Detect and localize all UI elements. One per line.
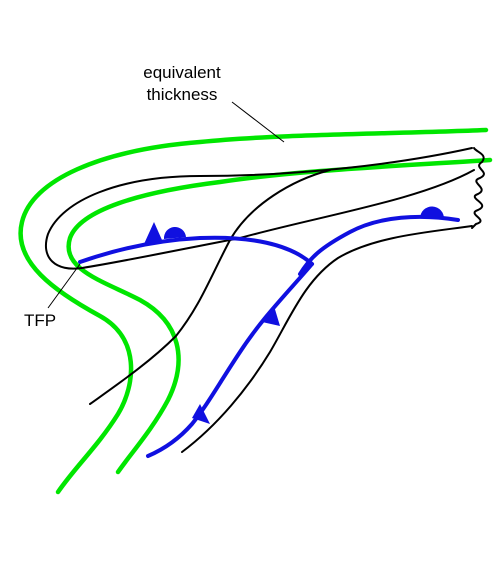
cold-front-triangle <box>192 404 210 424</box>
tfp-label: TFP <box>24 311 56 330</box>
front-symbols <box>144 206 445 424</box>
leader-lines <box>47 101 285 309</box>
isobar-wavy-end <box>471 147 485 229</box>
equivalent-thickness-leader <box>231 101 285 143</box>
isobars <box>45 147 485 453</box>
cold-front <box>146 262 314 458</box>
cold-front-triangle <box>144 222 162 244</box>
equivalent-thickness-label-line1: equivalent <box>143 63 221 82</box>
tfp-leader <box>47 263 81 309</box>
isobar-diagonal <box>89 169 331 405</box>
isobar-loop <box>45 147 475 270</box>
fronts <box>78 214 460 458</box>
thickness-contours <box>18 127 493 495</box>
thickness-contour-outer <box>18 127 489 495</box>
cold-front-triangle <box>262 306 280 326</box>
thickness-contour-inner <box>66 157 493 475</box>
warm-front <box>298 214 460 276</box>
occluded-front <box>78 235 314 266</box>
warm-front-semicircle <box>163 226 186 239</box>
equivalent-thickness-label-line2: thickness <box>147 85 218 104</box>
isobar-lower <box>181 225 473 453</box>
warm-front-semicircle <box>420 206 445 219</box>
